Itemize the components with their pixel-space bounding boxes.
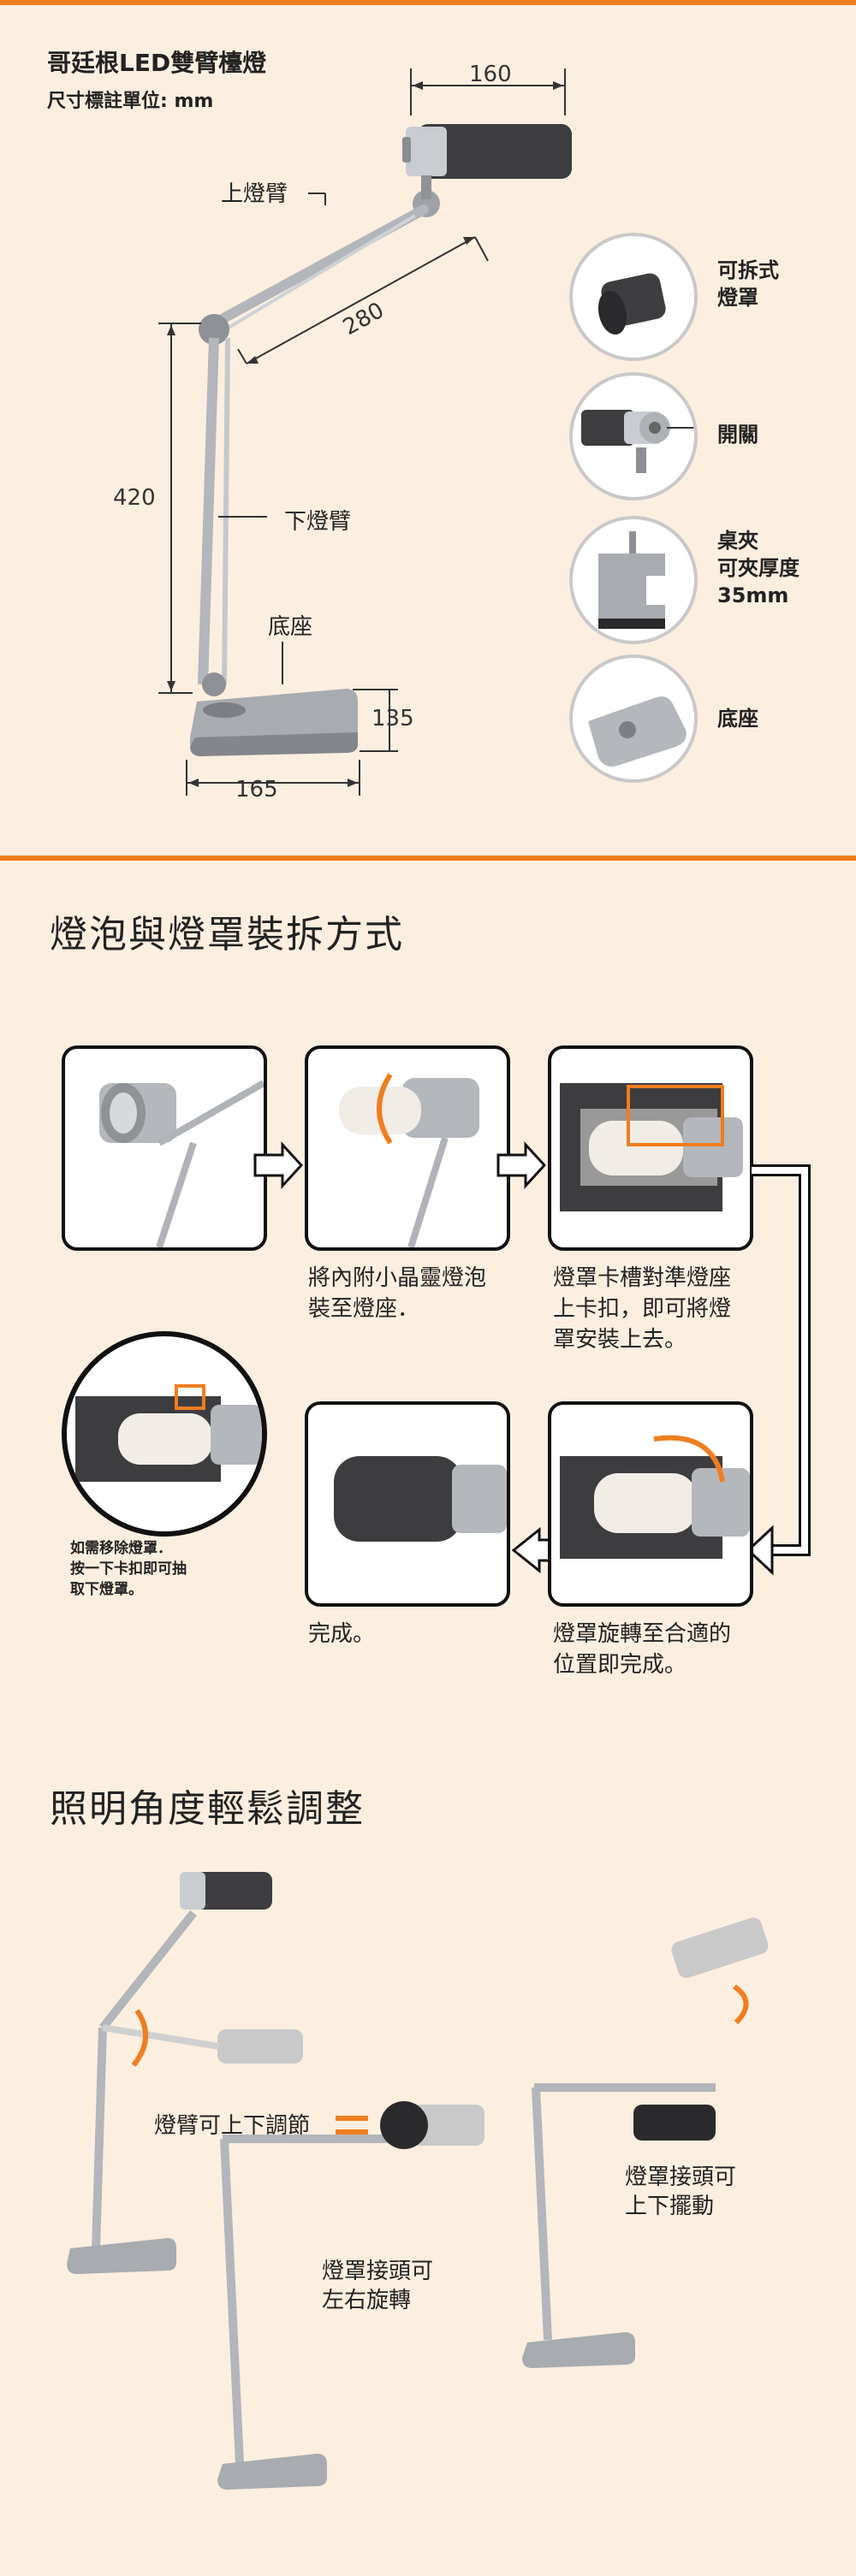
remove-note: 如需移除燈罩． 按一下卡扣即可抽 取下燈罩。	[70, 1540, 187, 1598]
shade-icon	[597, 273, 666, 335]
feature-base-circle	[569, 654, 698, 783]
dim-head-width: 160	[469, 62, 512, 87]
step4-caption: 燈罩旋轉至合適的 位置即完成。	[553, 1621, 732, 1678]
section-divider-1	[0, 856, 856, 861]
label-upper-arm: 上燈臂	[221, 181, 288, 207]
dim-base-depth: 135	[372, 706, 414, 731]
label-lower-arm: 下燈臂	[284, 509, 352, 535]
step2-box	[305, 1045, 510, 1251]
dim-base-width: 165	[235, 777, 278, 802]
feature-shade-circle	[569, 233, 698, 361]
top-accent-bar	[0, 0, 856, 5]
step1-box	[62, 1045, 267, 1251]
step5-caption: 完成。	[308, 1621, 376, 1647]
lamp-dimension-drawing	[158, 68, 572, 796]
feature-switch-circle	[569, 372, 698, 500]
switch-icon	[581, 410, 694, 473]
section3-heading: 照明角度輕鬆調整	[50, 1787, 365, 1831]
feature-switch-label: 開關	[717, 423, 758, 447]
angle-illustrations	[67, 1872, 769, 2490]
feature-base-label: 底座	[717, 707, 758, 731]
step5-box	[305, 1401, 510, 1607]
clamp-icon	[598, 531, 665, 629]
product-title: 哥廷根LED雙臂檯燈	[47, 49, 267, 77]
feature-clamp-label: 桌夾 可夾厚度 35mm	[717, 529, 800, 607]
label-base: 底座	[268, 614, 313, 640]
unit-note: 尺寸標註單位: mm	[47, 91, 214, 112]
remove-detail-circle	[62, 1331, 267, 1537]
step3-box	[548, 1045, 753, 1251]
dim-height: 420	[113, 485, 156, 511]
feature-shade-label: 可拆式 燈罩	[717, 258, 779, 310]
base-icon	[588, 696, 687, 767]
caption-rotate: 燈罩接頭可 左右旋轉	[322, 2259, 434, 2313]
caption-arm-adjust: 燈臂可上下調節	[154, 2113, 311, 2139]
caption-swing: 燈罩接頭可 上下擺動	[625, 2164, 737, 2219]
section2-heading: 燈泡與燈罩裝拆方式	[50, 913, 404, 956]
step4-box	[548, 1401, 753, 1607]
step3-caption: 燈罩卡槽對準燈座 上卡扣，即可將燈 罩安裝上去。	[553, 1265, 732, 1353]
step2-caption: 將內附小晶靈燈泡 裝至燈座．	[308, 1265, 487, 1322]
feature-clamp-circle	[569, 516, 698, 644]
